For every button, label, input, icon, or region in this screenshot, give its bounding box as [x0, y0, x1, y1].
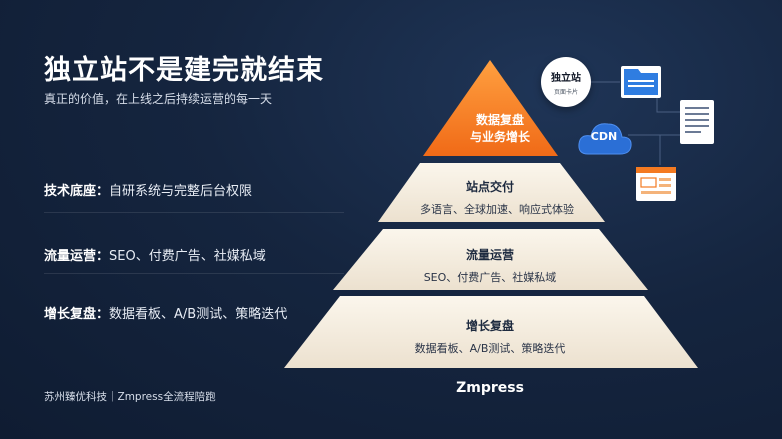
divider: [44, 273, 344, 274]
feature-growth-review: 增长复盘：数据看板、A/B测试、策略迭代: [44, 303, 287, 322]
feature-value: 自研系统与完整后台权限: [109, 184, 253, 199]
cdn-label: CDN: [590, 130, 618, 143]
divider: [44, 212, 344, 213]
feature-tech-foundation: 技术底座：自研系统与完整后台权限: [44, 180, 252, 199]
tier-title: 增长复盘: [465, 319, 514, 333]
tier-desc: 多语言、全球加速、响应式体验: [420, 203, 574, 216]
tier-desc: SEO、付费广告、社媒私域: [423, 271, 557, 284]
tier-title: 站点交付: [465, 180, 514, 194]
feature-key: 技术底座：: [44, 184, 110, 199]
footer-credit: 苏州臻优科技｜Zmpress全流程陪跑: [44, 391, 216, 403]
page-title: 独立站不是建完就结束: [44, 55, 324, 86]
tier-growth-label: 增长复盘 数据看板、A/B测试、策略迭代: [390, 317, 590, 356]
tier-title: 流量运营: [465, 248, 514, 262]
brand-name: Zmpress: [456, 380, 524, 396]
apex-line-1: 数据复盘: [475, 113, 524, 127]
browser-window-icon: [636, 167, 676, 201]
pyramid-tier-growth: [284, 296, 698, 368]
folder-icon: [621, 66, 661, 98]
tier-traffic-label: 流量运营 SEO、付费广告、社媒私域: [400, 246, 580, 285]
pyramid-apex: [423, 60, 558, 156]
document-icon: [680, 100, 714, 144]
feature-value: 数据看板、A/B测试、策略迭代: [109, 307, 288, 322]
feature-traffic-ops: 流量运营：SEO、付费广告、社媒私域: [44, 245, 266, 264]
cloud-icon: [578, 123, 632, 155]
tier-desc: 数据看板、A/B测试、策略迭代: [414, 342, 566, 355]
apex-line-2: 与业务增长: [469, 130, 530, 144]
site-badge-title: 独立站: [551, 73, 581, 84]
feature-value: SEO、付费广告、社媒私域: [109, 249, 266, 264]
pyramid-apex-label: 数据复盘 与业务增长: [440, 112, 560, 146]
connector-lines: [591, 81, 680, 165]
pyramid-tier-site: [378, 163, 605, 222]
site-badge-sub: 页面卡片: [553, 89, 578, 96]
page-subtitle: 真正的价值，在上线之后持续运营的每一天: [44, 92, 273, 106]
feature-key: 增长复盘：: [44, 307, 110, 322]
feature-key: 流量运营：: [44, 249, 110, 264]
tier-site-label: 站点交付 多语言、全球加速、响应式体验: [420, 178, 574, 217]
site-badge: 独立站 页面卡片: [541, 57, 591, 107]
pyramid-tier-traffic: [333, 229, 648, 290]
